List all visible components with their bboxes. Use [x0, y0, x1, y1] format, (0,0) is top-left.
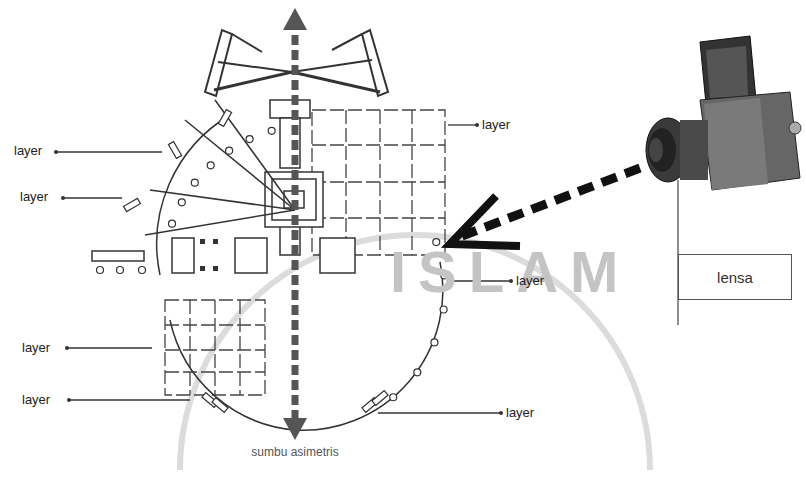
caption-box: lensa	[678, 254, 792, 300]
layer-label: layer	[22, 393, 50, 407]
building-blocks	[92, 100, 355, 273]
axis-label: sumbu asimetris	[251, 446, 338, 459]
layer-label: layer	[14, 144, 42, 158]
axis	[292, 28, 299, 420]
layer-label: layer	[22, 341, 50, 355]
layer-label: layer	[482, 118, 510, 132]
layer-label: layer	[20, 190, 48, 204]
caption-text: lensa	[717, 269, 753, 286]
layer-label: layer	[506, 406, 534, 420]
layer-label: layer	[516, 274, 544, 288]
camera	[646, 36, 801, 325]
small-marks	[200, 239, 218, 271]
watermark: ISLAM	[390, 240, 630, 304]
